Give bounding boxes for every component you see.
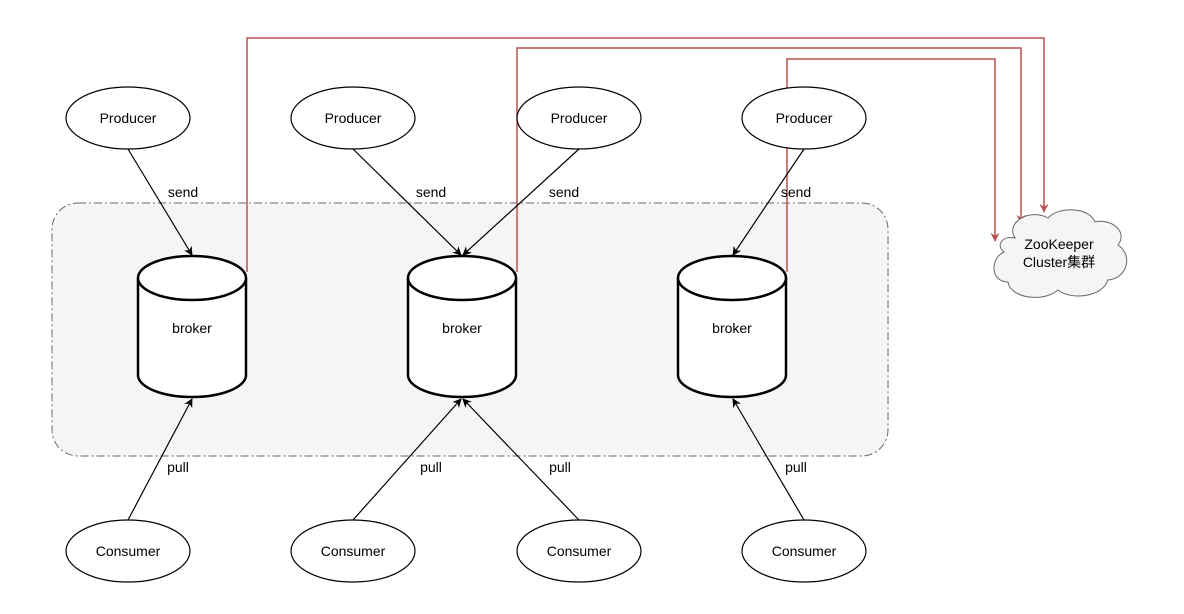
consumer-nodes: Consumer Consumer Consumer Consumer [65, 519, 867, 583]
consumer-node: Consumer [516, 519, 642, 583]
consumer-node: Consumer [741, 519, 867, 583]
zookeeper-label-line1: ZooKeeper [1024, 236, 1094, 252]
pull-edge-2 [352, 398, 462, 521]
pull-label: pull [167, 459, 189, 475]
pull-label: pull [549, 459, 571, 475]
edge-labels: send send send send pull pull pull pull [165, 182, 811, 477]
broker-cylinder-icon [406, 278, 518, 399]
broker-node: broker [136, 254, 248, 399]
send-edge-3 [462, 148, 580, 256]
producer-ellipse [516, 86, 642, 150]
broker-cylinder-top [676, 254, 788, 302]
producer-node: Producer [65, 86, 191, 150]
zk-connection-broker-3 [786, 58, 1000, 272]
broker-label: broker [442, 320, 482, 336]
pull-edge-1 [127, 398, 193, 521]
producer-label: Producer [776, 110, 833, 126]
send-label: send [549, 184, 579, 200]
zookeeper-connections [246, 37, 1049, 272]
consumer-label: Consumer [321, 543, 386, 559]
broker-cylinder-icon [676, 278, 788, 399]
zookeeper-cloud-icon [993, 209, 1128, 298]
producer-label: Producer [100, 110, 157, 126]
producer-ellipse [65, 86, 191, 150]
producer-node: Producer [290, 86, 416, 150]
producer-ellipse [290, 86, 416, 150]
send-edges [127, 148, 805, 256]
consumer-node: Consumer [290, 519, 416, 583]
broker-label: broker [712, 320, 752, 336]
consumer-label: Consumer [772, 543, 837, 559]
send-label: send [781, 184, 811, 200]
broker-cylinder-top [406, 254, 518, 302]
consumer-ellipse [741, 519, 867, 583]
broker-node: broker [406, 254, 518, 399]
producer-nodes: Producer Producer Producer Producer [65, 86, 867, 150]
producer-node: Producer [741, 86, 867, 150]
send-edge-1 [127, 148, 193, 256]
send-label: send [416, 184, 446, 200]
broker-cylinder-top [136, 254, 248, 302]
zk-connection-broker-2 [516, 47, 1026, 272]
pull-edges [127, 398, 805, 521]
consumer-label: Consumer [547, 543, 612, 559]
pull-edge-3 [462, 398, 580, 521]
producer-ellipse [741, 86, 867, 150]
send-label: send [168, 184, 198, 200]
zk-connection-broker-1 [246, 37, 1049, 272]
producer-label: Producer [551, 110, 608, 126]
producer-node: Producer [516, 86, 642, 150]
zookeeper-cluster: ZooKeeper Cluster集群 [993, 209, 1128, 298]
zookeeper-label-line2: Cluster集群 [1023, 254, 1095, 270]
consumer-ellipse [290, 519, 416, 583]
pull-label: pull [785, 459, 807, 475]
consumer-node: Consumer [65, 519, 191, 583]
pull-edge-4 [732, 398, 805, 521]
consumer-ellipse [516, 519, 642, 583]
consumer-label: Consumer [96, 543, 161, 559]
broker-label: broker [172, 320, 212, 336]
broker-cylinder-icon [136, 278, 248, 399]
consumer-ellipse [65, 519, 191, 583]
broker-node: broker [676, 254, 788, 399]
send-edge-4 [732, 148, 805, 256]
pull-label: pull [420, 459, 442, 475]
producer-label: Producer [325, 110, 382, 126]
send-edge-2 [352, 148, 462, 256]
